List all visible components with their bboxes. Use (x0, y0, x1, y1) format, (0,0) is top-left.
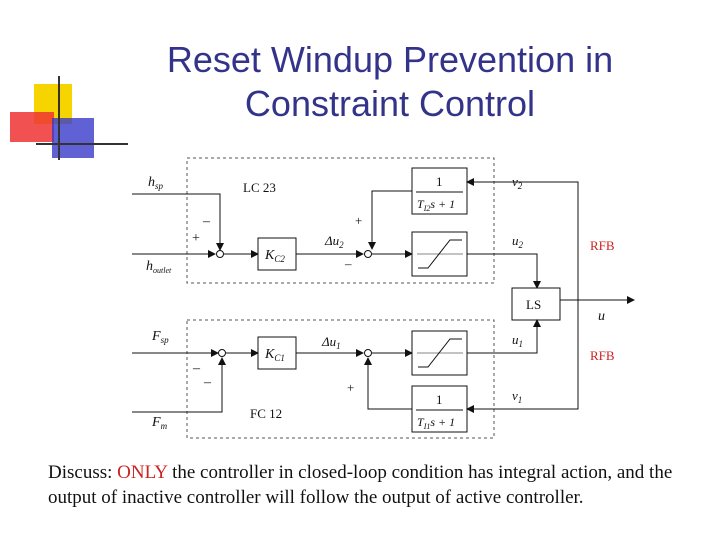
deco-vertical-line (58, 76, 60, 160)
kc1-block (257, 336, 297, 370)
f-m-line (132, 357, 226, 413)
minus-sign-f-sp: – (192, 361, 201, 376)
du2-label: Δu2 (324, 233, 344, 250)
h-outlet-label: houtlet (146, 259, 172, 275)
v1-label: v1 (512, 388, 522, 405)
deco-red-square (10, 112, 54, 142)
caption-prefix: Discuss: (48, 462, 118, 483)
kc2-block (257, 237, 297, 271)
title-line-2: Constraint Control (244, 83, 536, 124)
kc1-label: KC1 (264, 347, 285, 363)
rfb-bottom-label: RFB (590, 348, 615, 363)
plus-sign-h-outlet: + (192, 231, 200, 246)
f-m-label: Fm (151, 415, 168, 431)
du1-label: Δu1 (321, 334, 341, 351)
fc12-dashed-box (186, 319, 495, 439)
tf-block-bottom (411, 385, 468, 433)
u-output-label: u (598, 309, 605, 324)
caption-rest: the controller in closed-loop condition … (48, 462, 673, 508)
f-sp-label: Fsp (151, 329, 169, 345)
tf-top-numerator: 1 (436, 174, 443, 189)
tf-bottom-to-sum-line (364, 357, 412, 410)
h-sp-label: hsp (148, 175, 164, 191)
title-line-1: Reset Windup Prevention in (166, 39, 614, 80)
minus-sign-h-sp: – (202, 214, 211, 229)
h-sp-line (132, 193, 224, 251)
u2-line (467, 253, 541, 289)
block-diagram: LC 23 FC 12 hsp – houtlet + KC2 Δu2 + – … (132, 157, 635, 439)
plus-sign-u2-sum: + (355, 213, 362, 228)
u1-line (467, 319, 541, 354)
minus-sign-u2-sum: – (344, 256, 352, 271)
summing-junction-u1 (364, 349, 372, 357)
u2-label: u2 (512, 233, 524, 250)
minus-sign-f-m: – (203, 375, 212, 390)
tf-top-denominator: TI2s + 1 (417, 197, 455, 213)
tf-top-to-sum-line (368, 190, 412, 250)
tf-block-top (411, 167, 468, 215)
rfb-top-label: RFB (590, 238, 615, 253)
ls-label: LS (526, 297, 541, 312)
tf-bottom-denominator: TI1s + 1 (417, 415, 455, 431)
summing-junction-u2 (364, 250, 372, 258)
v2-feedback-line (466, 178, 579, 300)
tf-bottom-numerator: 1 (436, 392, 443, 407)
plus-sign-u1-sum: + (347, 380, 354, 395)
kc2-label: KC2 (264, 248, 285, 264)
caption-highlight: ONLY (117, 462, 168, 483)
low-selector-block (511, 287, 561, 321)
summing-junction-fc (218, 349, 226, 357)
discussion-caption: Discuss: ONLY the controller in closed-l… (48, 460, 688, 510)
slide-title: Reset Windup Prevention in Constraint Co… (120, 38, 660, 126)
u1-label: u1 (512, 332, 523, 349)
lc23-label: LC 23 (243, 180, 276, 195)
deco-horizontal-line (36, 143, 128, 145)
v1-feedback-line (466, 300, 579, 413)
summing-junction-lc (216, 250, 224, 258)
fc12-label: FC 12 (250, 406, 282, 421)
